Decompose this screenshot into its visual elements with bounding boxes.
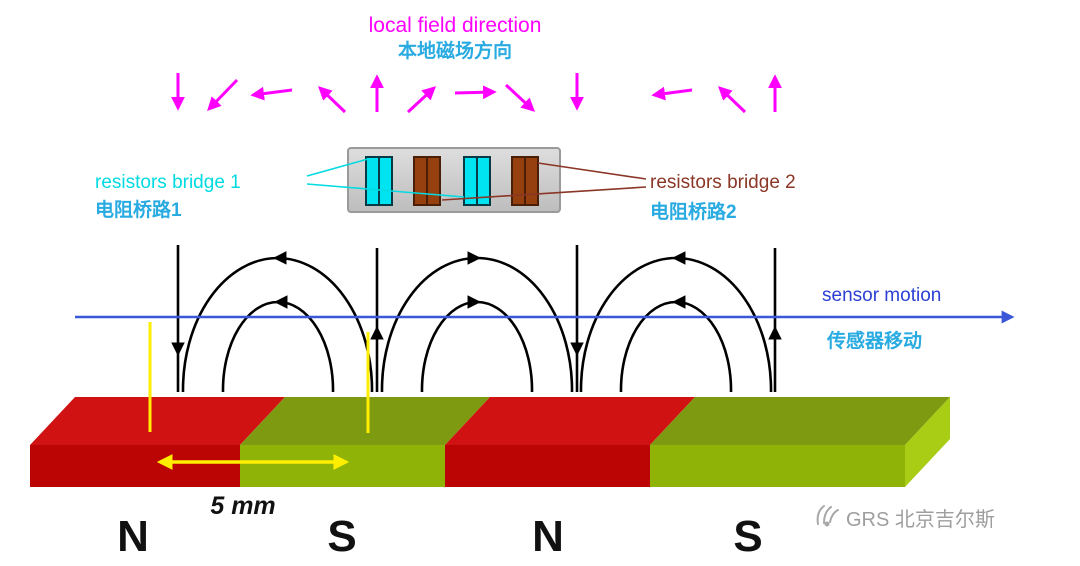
field-arrow-down-right-icon <box>504 83 536 112</box>
bridge1-resistor-a <box>365 156 393 206</box>
magnet-block-n1-front <box>30 445 240 487</box>
field-arrow-up-left-icon <box>318 86 347 114</box>
bridge1-label: resistors bridge 1 <box>95 172 241 193</box>
magnet-block-s2-top <box>650 397 950 445</box>
sensor-motion-label-zh: 传感器移动 <box>826 329 922 352</box>
watermark-text: GRS 北京吉尔斯 <box>846 508 995 531</box>
bridge2-resistor-b <box>511 156 539 206</box>
grs-logo-icon <box>816 505 839 527</box>
magnet-block-s1-top <box>240 397 490 445</box>
field-arc-outer-1 <box>181 251 374 393</box>
field-arrow-up-right-icon <box>406 86 437 114</box>
sensor-chip <box>347 147 561 213</box>
bridge2-resistor-a <box>413 156 441 206</box>
pole-label-n1: N <box>117 512 149 561</box>
magnet-block-s2-side <box>905 397 950 487</box>
field-arc-outer-3 <box>579 251 773 393</box>
title-local-field-direction-zh: 本地磁场方向 <box>398 39 512 62</box>
local-field-direction-arrows <box>171 73 782 114</box>
magnet-block-n2-front <box>445 445 650 487</box>
magnet-block-s1-front <box>240 445 445 487</box>
bridge1-label-zh: 电阻桥路1 <box>95 198 182 221</box>
magnetic-field-lines <box>171 245 782 393</box>
field-arc-inner-1 <box>221 295 335 393</box>
title-local-field-direction: local field direction <box>369 14 542 37</box>
pole-label-n2: N <box>532 512 564 561</box>
field-arrow-down-left-icon <box>207 78 239 111</box>
field-arc-inner-3 <box>619 295 733 393</box>
magnet-strip <box>30 397 950 487</box>
pole-pitch-label: 5 mm <box>210 492 275 520</box>
field-arrow-left-icon <box>651 86 693 101</box>
magnet-block-s2-front <box>650 445 905 487</box>
bridge1-callout-lines <box>306 158 465 198</box>
field-arrow-left-icon <box>250 86 293 101</box>
bridge2-label: resistors bridge 2 <box>650 172 796 193</box>
field-arrow-up-left-icon <box>718 86 747 114</box>
watermark: GRS 北京吉尔斯 <box>816 505 995 531</box>
pole-pitch-markers <box>148 322 370 470</box>
field-arc-outer-2 <box>380 251 574 393</box>
pole-label-s2: S <box>733 512 762 561</box>
bridge2-label-zh: 电阻桥路2 <box>650 200 737 223</box>
sensor-motion-label: sensor motion <box>822 285 941 306</box>
field-arc-inner-2 <box>420 295 534 393</box>
field-arrow-right-icon <box>454 85 497 100</box>
pole-letters: N S N S <box>117 512 763 561</box>
magnet-block-n2-top <box>445 397 695 445</box>
pole-label-s1: S <box>327 512 356 561</box>
magnet-block-n1-top <box>30 397 285 445</box>
bridge2-callout-lines <box>441 162 647 201</box>
